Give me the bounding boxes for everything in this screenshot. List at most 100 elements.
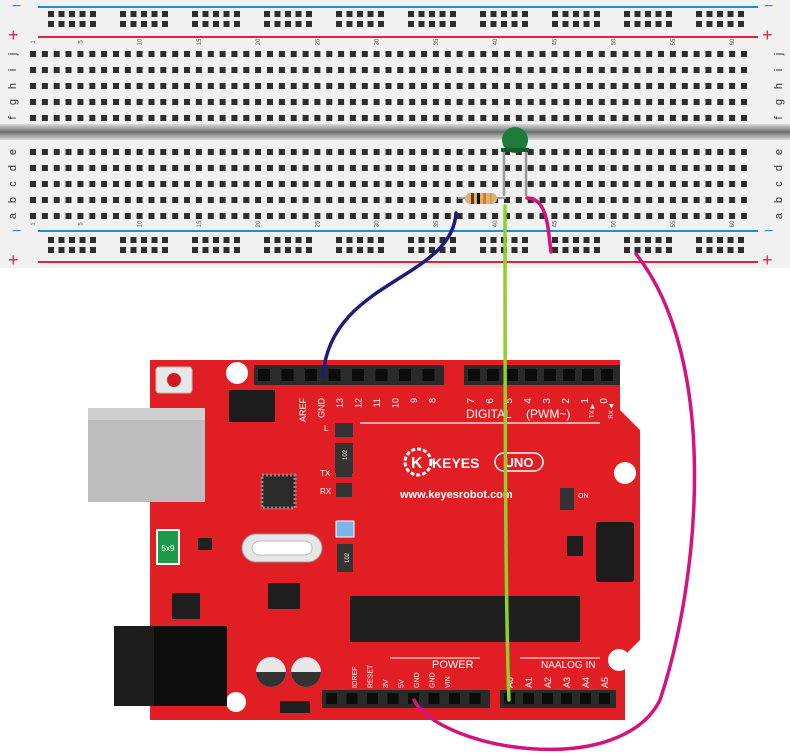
rail-hole [594,11,600,17]
breadboard-hole [563,51,570,57]
header-socket[interactable] [305,369,317,381]
header-socket[interactable] [258,369,270,381]
rail-hole [130,11,137,17]
breadboard-hole [41,83,48,89]
breadboard-hole [255,67,262,73]
breadboard-hole [717,67,724,73]
breadboard-hole [622,165,629,171]
breadboard-hole [634,83,641,89]
breadboard-hole [136,149,143,155]
rail-hole [727,11,734,17]
header-socket[interactable] [281,369,294,381]
breadboard-hole [622,51,629,57]
header-socket[interactable] [561,693,572,704]
rail-hole [48,21,54,27]
breadboard-hole [681,115,688,121]
breadboard-hole [504,67,510,73]
header-socket[interactable] [387,693,399,704]
breadboard-hole [563,165,570,171]
analog-label: NAALOG IN [541,660,595,671]
breadboard-hole [219,197,226,203]
rail-hole [306,11,312,17]
header-socket[interactable] [346,693,358,704]
header-socket[interactable] [422,369,435,381]
rail-hole [357,11,363,17]
breadboard-hole [504,51,510,57]
breadboard-hole [219,115,226,121]
header-socket[interactable] [428,693,440,704]
header-socket[interactable] [580,693,591,704]
breadboard-hole [53,115,60,121]
breadboard-hole [30,115,36,121]
breadboard-hole [184,149,190,155]
header-socket[interactable] [523,693,534,704]
breadboard-hole [65,99,72,105]
breadboard-hole [551,99,558,105]
column-number: 55 [671,220,677,227]
breadboard-hole [705,149,712,155]
breadboard-hole [172,197,179,203]
header-socket[interactable] [542,693,553,704]
breadboard-hole [302,181,309,187]
breadboard-hole [207,51,214,57]
header-socket[interactable] [328,369,341,381]
header-socket[interactable] [399,369,411,381]
breadboard-hole [243,213,250,219]
header-socket[interactable] [544,369,556,381]
breadboard-hole [729,165,736,171]
breadboard-hole [53,181,60,187]
breadboard-hole [184,51,190,57]
pin-label: 9 [409,398,419,403]
reset-button-cap[interactable] [167,373,181,387]
rail-hole [120,237,126,243]
breadboard-hole [30,149,36,155]
column-number: 50 [612,38,618,45]
rail-hole [408,247,414,253]
header-socket[interactable] [563,369,575,381]
breadboard-hole [717,99,724,105]
rail-hole [429,21,435,27]
header-socket[interactable] [525,369,537,381]
header-socket[interactable] [487,369,499,381]
header-socket[interactable] [468,369,480,381]
breadboard-hole [278,115,285,121]
row-letter-left: h [7,83,19,89]
brand-name: KEYES [432,455,479,471]
breadboard-hole [527,115,534,121]
breadboard-hole [480,83,487,89]
rail-hole [130,237,137,243]
header-socket[interactable] [449,693,460,704]
header-socket[interactable] [367,693,378,704]
breadboard-hole [338,115,345,121]
digital-label: DIGITAL [466,407,512,421]
breadboard-hole [160,197,167,203]
header-socket[interactable] [375,369,388,381]
breadboard-hole [586,181,593,187]
breadboard-hole [302,115,309,121]
breadboard-hole [89,181,96,187]
header-socket[interactable] [599,693,610,704]
mounting-hole [226,692,246,712]
column-number: 40 [493,220,499,227]
header-socket[interactable] [469,693,481,704]
breadboard-hole [219,83,226,89]
header-socket[interactable] [582,369,594,381]
header-socket[interactable] [601,369,613,381]
arduino-uno-board: 5x9 102 102 K KEYES UNO w [88,360,640,720]
row-letter-right: c [773,181,785,187]
breadboard-hole [314,197,321,203]
header-socket[interactable] [506,369,518,381]
breadboard-hole [148,115,155,121]
breadboard-hole [231,213,238,219]
rail-hole [573,237,579,243]
breadboard-hole [136,99,143,105]
breadboard-hole [397,165,404,171]
breadboard-hole [290,99,297,105]
breadboard-hole [480,115,487,121]
breadboard-hole [551,197,558,203]
header-socket[interactable] [326,693,337,704]
rail-hole [583,21,590,27]
header-socket[interactable] [352,369,364,381]
column-number: 55 [671,38,677,45]
